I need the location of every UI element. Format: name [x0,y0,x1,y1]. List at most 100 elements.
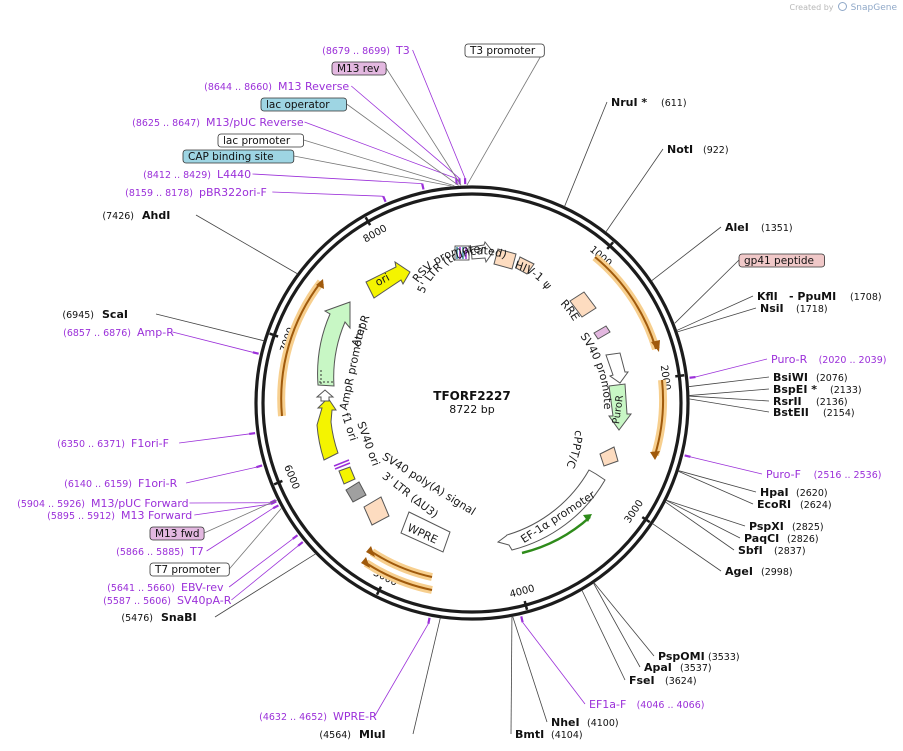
feature-hiv-psi [515,256,535,275]
site-leader [677,470,754,505]
primer-position: (4046 .. 4066) [637,700,705,711]
primer-leader [186,466,257,484]
site-name-second: - PpuMI [789,290,836,303]
primer-mark [252,351,259,355]
label-f1-ori: f1 ori [339,411,360,442]
feature-leader [674,259,740,324]
site-position: (2624) [800,500,832,511]
site-position: (7426) [102,211,134,222]
site-position: (611) [661,98,687,109]
primer-mark [684,454,691,458]
site-leader [593,582,655,657]
feature-5ltr [493,248,517,270]
site-name: SbfI [738,544,763,557]
primer-position: (4632 .. 4652) [259,712,327,723]
primer-position: (5895 .. 5912) [47,511,115,522]
primer-leader [272,191,384,197]
primer-position: (5904 .. 5926) [17,499,85,510]
feature-label-lac-promoter: lac promoter [217,133,304,148]
primer-name: M13 Reverse [278,80,349,93]
site-bmti: BmtI(4104) [515,728,583,741]
primer-name: L4440 [217,168,251,181]
feature-label-m13-rev: M13 rev [331,61,387,76]
site-nhei: NheI(4100) [551,716,619,729]
site-bsteii: BstEII(2154) [773,406,855,419]
primer-position: (6350 .. 6371) [57,439,125,450]
site-name: PspXI [749,520,784,533]
primer-position: (8159 .. 8178) [125,188,193,199]
primer-position: (8625 .. 8647) [132,118,200,129]
feature-label-lac-operator: lac operator [260,97,347,112]
primer-mark [272,504,279,510]
feature-ampr [317,301,351,387]
site-position: (5476) [121,613,153,624]
feature-leader [228,508,282,570]
site-leader [195,214,298,275]
primer-leader [172,331,253,353]
primer-mark [427,617,431,624]
feature-ampr-promoter [315,389,335,402]
primer-puro-r: Puro-R(2020 .. 2039) [771,353,886,366]
site-apai: ApaI(3537) [644,661,712,674]
feature-sv40-promoter [605,352,629,384]
primer-mark [256,464,263,469]
svg-text:SV40 promoter: SV40 promoter [0,0,614,410]
primer-position: (8679 .. 8699) [322,46,390,57]
feature-cppt [599,446,619,467]
site-bspei: BspEI *(2133) [773,383,862,396]
site-leader [512,616,548,723]
site-name: PaqCI [744,532,779,545]
primer-leader [351,85,460,179]
label-ampr: AmpR [349,313,373,349]
site-leader [564,101,608,207]
primer-leader [412,49,466,179]
tick-label: 8000 [362,223,390,245]
site-leader [688,395,770,402]
outer-feature-arrows [277,253,668,594]
site-name: PspOMI [658,650,705,663]
site-leader [678,470,757,493]
tick-mark [375,586,383,596]
primer-leader [522,621,586,705]
site-bsiwi: BsiWI(2076) [773,371,848,384]
site-paqci: PaqCI(2826) [744,532,819,545]
primer-position: (5866 .. 5885) [116,547,184,558]
site-position: (3537) [680,663,712,674]
site-position: (2133) [830,385,862,396]
site-position: (3533) [708,652,740,663]
annotation-labels: NruI *(611)NotI(922)AleI(1351)KflI- PpuM… [17,43,886,741]
feature-wpre [400,511,451,553]
feature-arrow-1 [594,256,657,350]
label-sv40-ori: SV40 ori [354,420,382,468]
primer-name: T3 [395,44,410,57]
site-position: (1708) [850,292,882,303]
site-name: RsrII [773,395,802,408]
tick-label: 6000 [281,463,301,491]
primer-name: EBV-rev [181,581,224,594]
site-leader [652,523,722,572]
feature-arrow-3 [371,551,433,578]
primer-leader [206,507,274,552]
primer-name: Puro-F [766,468,801,481]
site-name: HpaI [760,486,789,499]
primer-wpre-r: (4632 .. 4652)WPRE-R [259,710,377,723]
feature-arrow-4 [365,562,433,591]
feature-label-box [182,149,295,164]
feature-sv40ori [338,466,356,485]
primer-name: F1ori-R [138,477,178,490]
site-leader [688,398,770,413]
feature-3ltr [363,496,390,526]
primer-leader [690,456,763,475]
feature-label-text: gp41 peptide [744,255,814,267]
primer-position: (2020 .. 2039) [819,355,887,366]
primer-name: Amp-R [137,326,174,339]
plasmid-size: 8722 bp [449,403,494,416]
tick-mark [641,516,651,524]
primer-name: T7 [189,545,204,558]
primer-name: SV40pA-R [177,594,232,607]
feature-f1-ori [316,397,339,461]
feature-ef1a-promoter [496,469,606,551]
feature-label-text: lac promoter [223,135,291,147]
site-name: FseI [629,674,655,687]
site-name: SnaBI [161,611,197,624]
